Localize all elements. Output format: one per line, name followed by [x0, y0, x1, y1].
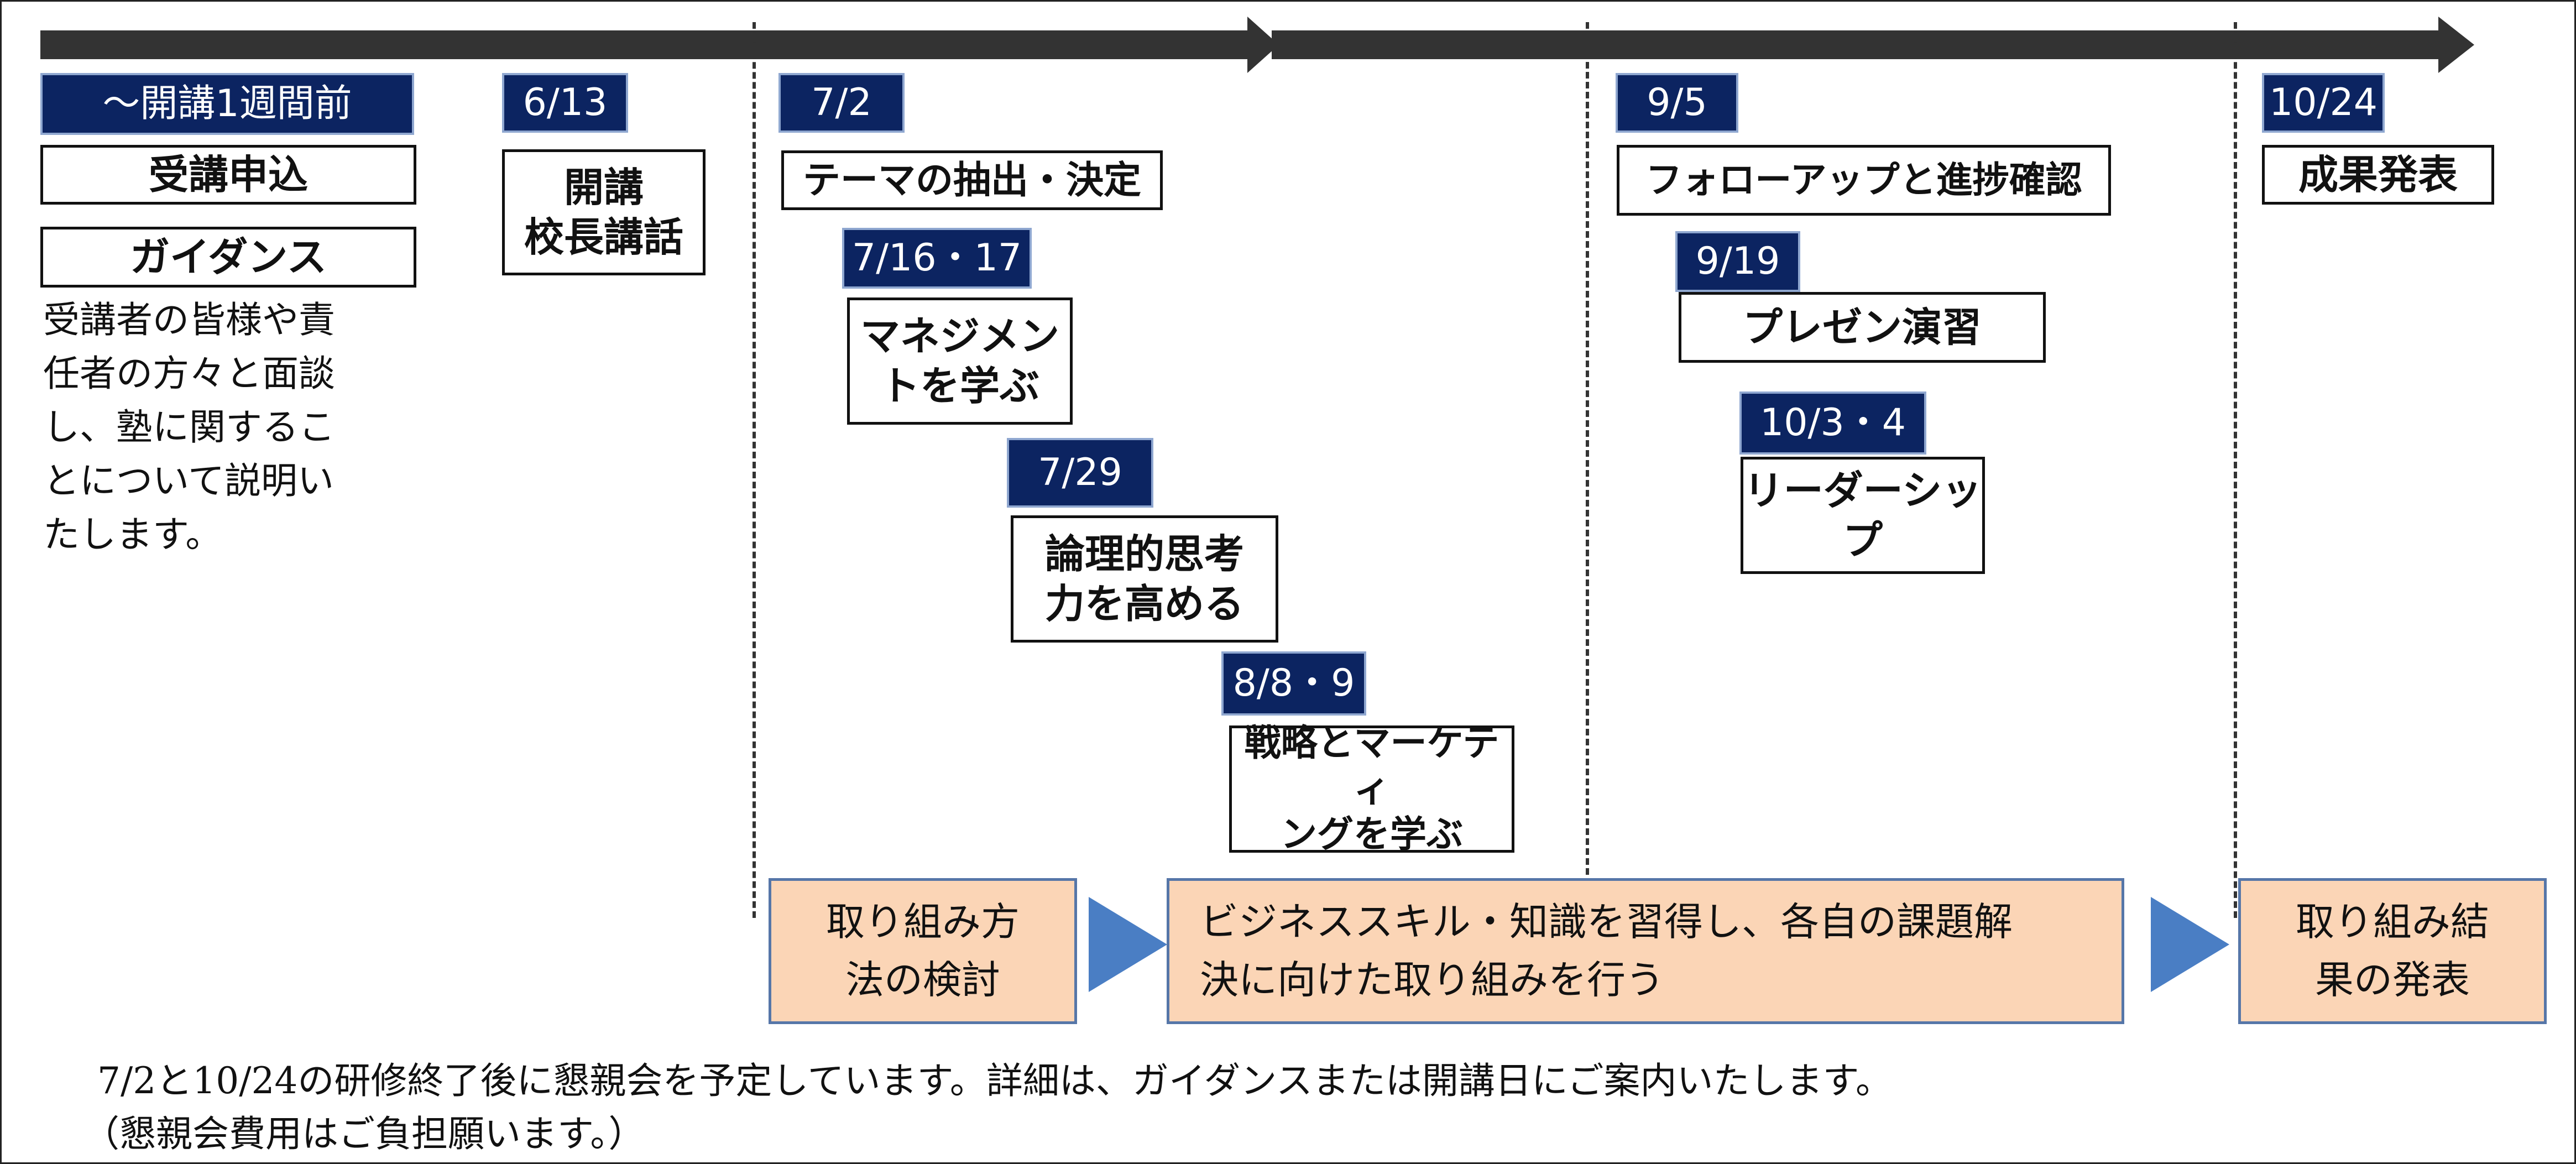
event-leadership: リーダーシップ — [1741, 457, 1985, 574]
event-strategy-marketing: 戦略とマーケティングを学ぶ — [1229, 722, 1514, 855]
flow-arrow-icon — [2151, 897, 2229, 992]
event-management: マネジメントを学ぶ — [847, 297, 1073, 425]
divider-phase3 — [2234, 22, 2237, 918]
event-date-0808: 8/8・9 — [1221, 651, 1366, 716]
phase-result-presentation: 取り組み結果の発表 — [2238, 878, 2547, 1024]
event-logical-thinking: 論理的思考力を高める — [1011, 515, 1278, 643]
guidance-note: 受講者の皆様や責 任者の方々と面談 し、塾に関するこ とについて説明い たします… — [43, 299, 335, 556]
start-date-badge: ～開講1週間前 — [40, 73, 414, 135]
timeline-arrow — [40, 17, 2474, 73]
opening-date-badge: 6/13 — [502, 73, 628, 133]
guidance-box: ガイダンス — [40, 227, 416, 288]
event-presentation-practice: プレゼン演習 — [1679, 292, 2046, 363]
event-date-0905: 9/5 — [1616, 73, 1738, 133]
event-date-1003: 10/3・4 — [1739, 392, 1926, 455]
event-date-0729: 7/29 — [1007, 438, 1153, 508]
footer-note-line2: （懇親会費用はご負担願います。） — [83, 1113, 645, 1155]
opening-box: 開講校長講話 — [502, 149, 706, 275]
event-date-1024: 10/24 — [2262, 73, 2385, 133]
event-follow-up: フォローアップと進捗確認 — [1617, 145, 2111, 216]
event-date-0716: 7/16・17 — [842, 228, 1032, 289]
event-theme-selection: テーマの抽出・決定 — [781, 150, 1163, 210]
application-box: 受講申込 — [40, 145, 416, 205]
phase-examine-approach: 取り組み方法の検討 — [769, 878, 1077, 1024]
event-date-0919: 9/19 — [1675, 231, 1800, 292]
divider-phase1 — [753, 22, 756, 918]
event-result-presentation: 成果発表 — [2262, 145, 2494, 205]
event-date-0702: 7/2 — [778, 73, 905, 133]
footer-note-line1: 7/2と10/24の研修終了後に懇親会を予定しています。詳細は、ガイダンスまたは… — [97, 1059, 1892, 1102]
flow-arrow-icon — [1089, 897, 1167, 992]
phase-skill-acquisition: ビジネススキル・知識を習得し、各自の課題解決に向けた取り組みを行う — [1167, 878, 2124, 1024]
divider-phase2 — [1586, 22, 1589, 885]
